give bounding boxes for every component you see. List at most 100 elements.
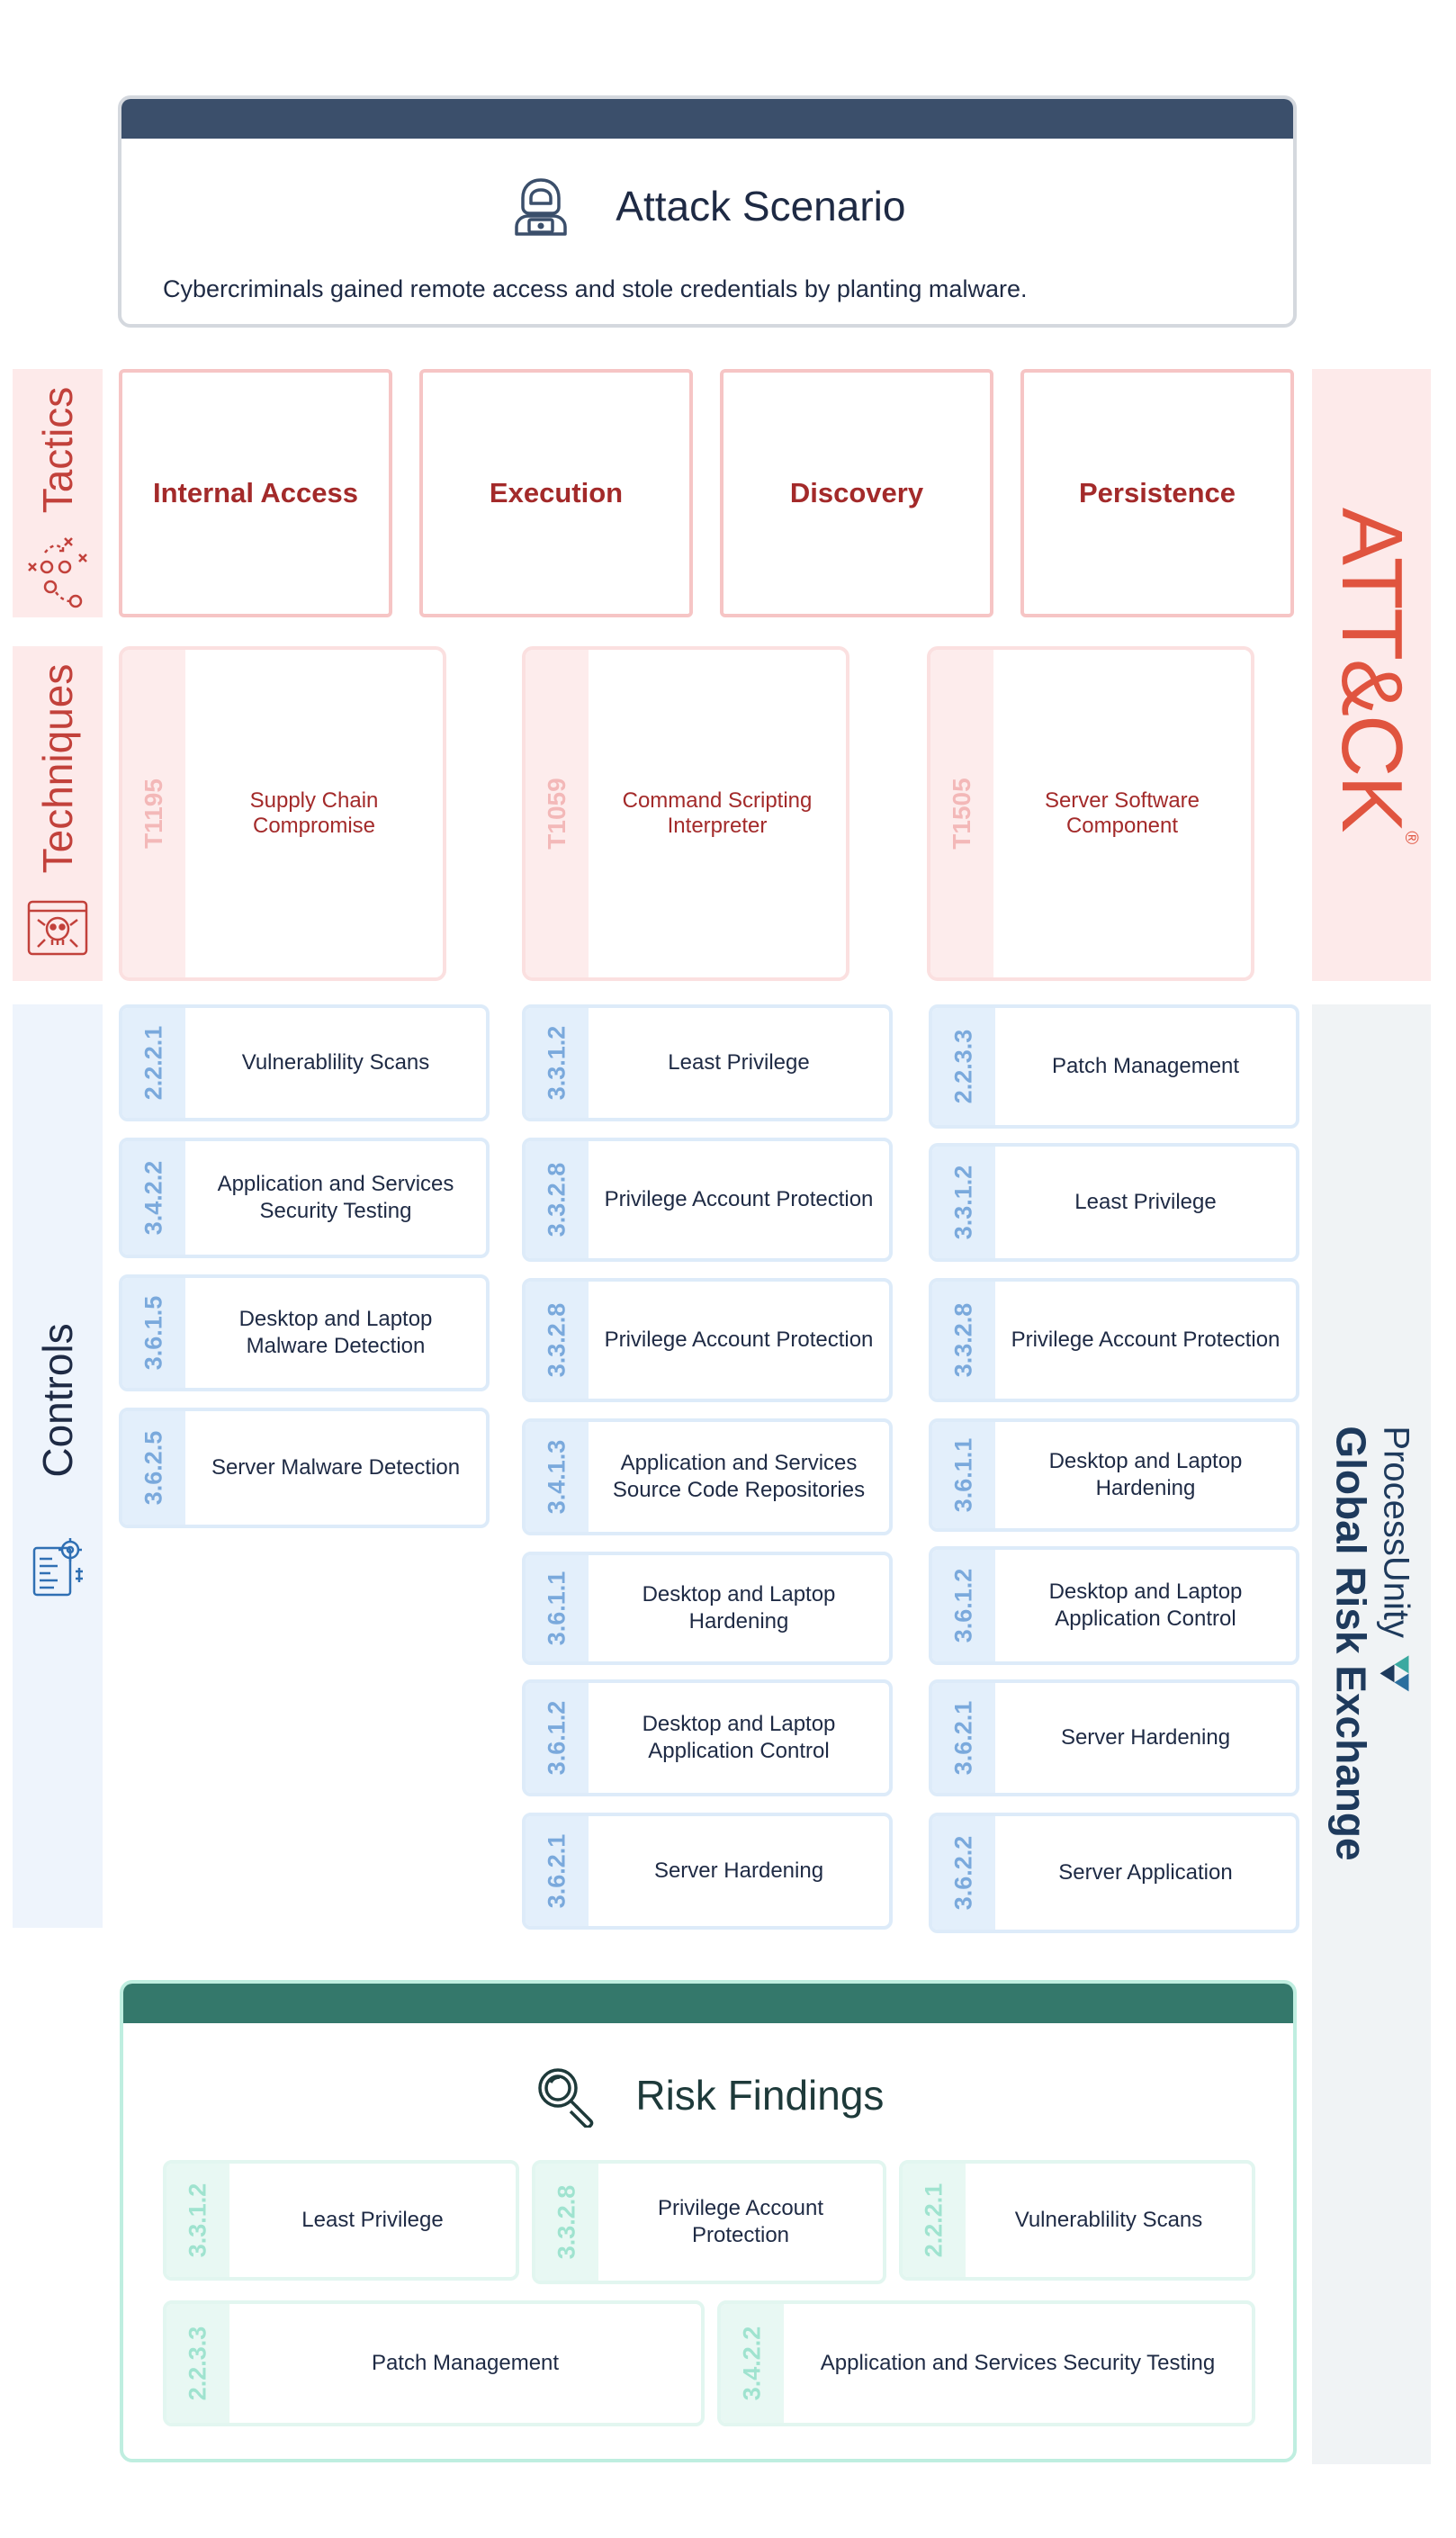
control-label: Desktop and Laptop Malware Detection xyxy=(238,1307,433,1358)
risk-title: Risk Findings xyxy=(635,2072,885,2119)
control-code-tab xyxy=(526,1008,589,1118)
control-label: Desktop and Laptop Application Control xyxy=(642,1712,836,1763)
techniques-side-panel: Techniques xyxy=(13,646,103,981)
technique-card: T1059 Command Scripting Interpreter xyxy=(522,646,849,981)
control-label: Server Malware Detection xyxy=(211,1455,461,1480)
tactic-card: Persistence xyxy=(1020,369,1294,617)
hacker-icon xyxy=(514,178,567,236)
control-label: Desktop and Laptop Hardening xyxy=(1048,1449,1243,1500)
control-id: 3.3.2.8 xyxy=(949,1302,977,1378)
technique-id: T1195 xyxy=(139,778,167,849)
control-code-tab xyxy=(526,1141,589,1258)
control-card: 3.3.2.8 Privilege Account Protection xyxy=(522,1138,893,1262)
control-card: 3.3.1.2 Least Privilege xyxy=(522,1004,893,1121)
control-code-tab xyxy=(526,1816,589,1926)
control-code-tab xyxy=(526,1683,589,1793)
risk-control-id: 3.3.1.2 xyxy=(184,2182,211,2258)
tactic-card: Internal Access xyxy=(119,369,392,617)
technique-code-tab xyxy=(526,650,589,977)
risk-control-id: 2.2.2.1 xyxy=(920,2182,948,2258)
control-label: Least Privilege xyxy=(668,1050,810,1075)
risk-control-label: Patch Management xyxy=(371,2351,560,2375)
technique-label: Command Scripting Interpreter xyxy=(622,788,813,838)
control-label: Privilege Account Protection xyxy=(1011,1328,1281,1352)
processunity-logo-icon xyxy=(1380,1655,1409,1692)
control-card: 3.4.2.2 Application and Services Security… xyxy=(119,1138,490,1258)
technique-card: T1505 Server Software Component xyxy=(927,646,1254,981)
control-id: 3.6.1.5 xyxy=(139,1295,167,1371)
technique-label: Supply Chain Compromise xyxy=(249,788,379,838)
control-card: 3.6.1.1 Desktop and Laptop Hardening xyxy=(929,1418,1299,1532)
control-id: 3.3.2.8 xyxy=(543,1162,571,1238)
magnifier-icon xyxy=(537,2068,593,2129)
tactics-side-panel: Tactics xyxy=(13,369,103,617)
control-card: 3.6.1.5 Desktop and Laptop Malware Detect… xyxy=(119,1274,490,1391)
control-code-tab xyxy=(932,1147,995,1258)
technique-label: Server Software Component xyxy=(1044,788,1200,838)
techniques-label: Techniques xyxy=(34,663,81,874)
control-label: Application and Services Security Testin… xyxy=(217,1172,454,1223)
risk-finding-card: 2.2.3.3 Patch Management xyxy=(163,2300,705,2426)
control-id: 3.4.2.2 xyxy=(139,1160,167,1236)
control-id: 3.3.2.8 xyxy=(543,1302,571,1378)
control-code-tab xyxy=(526,1555,589,1661)
control-code-tab xyxy=(932,1008,995,1125)
control-card: 3.6.2.5 Server Malware Detection xyxy=(119,1408,490,1528)
attck-logo-text: ATT&CK xyxy=(1324,507,1420,832)
control-id: 3.4.1.3 xyxy=(543,1439,571,1515)
technique-code-tab xyxy=(122,650,185,977)
attck-side-panel: ATT&CK® xyxy=(1312,369,1431,981)
control-code-tab xyxy=(122,1278,185,1388)
risk-code-tab xyxy=(903,2164,966,2277)
control-card: 3.3.2.8 Privilege Account Protection xyxy=(929,1278,1299,1402)
attck-registered-mark: ® xyxy=(1401,831,1421,843)
control-id: 3.6.2.2 xyxy=(949,1835,977,1911)
control-label: Privilege Account Protection xyxy=(604,1187,874,1211)
control-id: 2.2.3.3 xyxy=(949,1029,977,1104)
controls-label: Controls xyxy=(34,1323,81,1478)
strategy-icon xyxy=(28,537,87,608)
processunity-wordmark: ProcessUnity xyxy=(1376,1426,1416,1860)
control-id: 3.3.1.2 xyxy=(543,1025,571,1101)
control-id: 3.6.2.1 xyxy=(949,1700,977,1776)
control-code-tab xyxy=(932,1422,995,1528)
controls-side-panel: Controls xyxy=(13,1004,103,1928)
control-code-tab xyxy=(526,1422,589,1532)
control-code-tab xyxy=(122,1141,185,1255)
risk-control-id: 2.2.3.3 xyxy=(184,2326,211,2401)
risk-control-label: Least Privilege xyxy=(301,2208,444,2232)
control-id: 2.2.2.1 xyxy=(139,1025,167,1101)
control-code-tab xyxy=(122,1411,185,1525)
tactic-card: Discovery xyxy=(720,369,993,617)
control-label: Application and Services Source Code Rep… xyxy=(612,1451,866,1502)
control-card: 3.6.1.2 Desktop and Laptop Application Co… xyxy=(522,1679,893,1796)
technique-code-tab xyxy=(930,650,993,977)
control-id: 3.6.1.2 xyxy=(949,1568,977,1643)
control-code-tab xyxy=(122,1008,185,1118)
scenario-title: Attack Scenario xyxy=(616,183,906,230)
risk-header-bar xyxy=(123,1984,1293,2023)
control-id: 3.6.1.1 xyxy=(949,1437,977,1513)
tactic-label: Internal Access xyxy=(152,477,359,508)
control-label: Least Privilege xyxy=(1074,1190,1217,1214)
control-id: 3.6.1.2 xyxy=(543,1700,571,1776)
control-card: 3.4.1.3 Application and Services Source C… xyxy=(522,1418,893,1535)
technique-id: T1505 xyxy=(948,778,975,850)
tactic-label: Persistence xyxy=(1078,477,1236,508)
scenario-description: Cybercriminals gained remote access and … xyxy=(163,275,1028,302)
risk-control-id: 3.3.2.8 xyxy=(553,2184,580,2260)
malware-skull-icon xyxy=(27,900,88,956)
risk-control-label: Application and Services Security Testin… xyxy=(820,2351,1216,2375)
risk-code-tab xyxy=(166,2164,229,2277)
control-code-tab xyxy=(932,1816,995,1930)
control-label: Server Hardening xyxy=(653,1858,824,1883)
control-id: 3.6.2.5 xyxy=(139,1430,167,1506)
